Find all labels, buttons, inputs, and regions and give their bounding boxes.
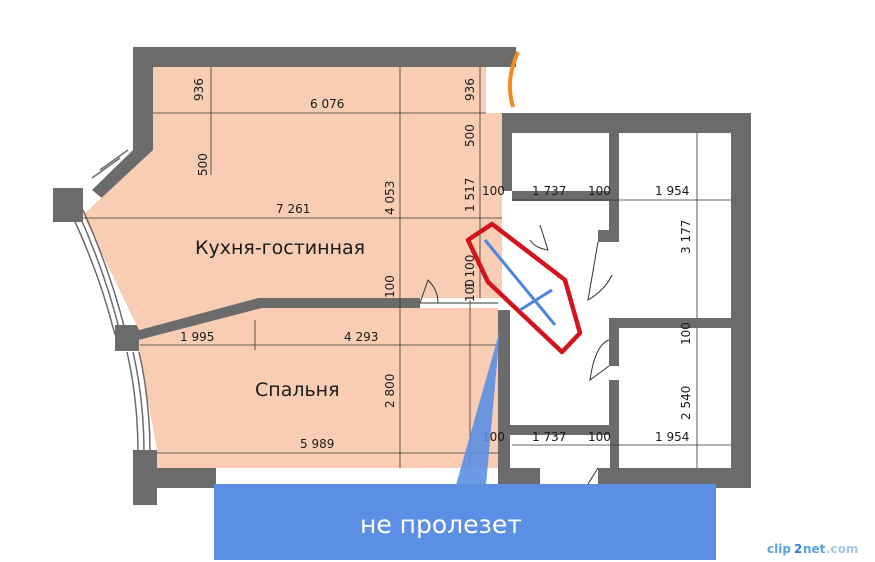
- wall-top: [133, 47, 516, 67]
- blue-line-mark: [483, 239, 557, 326]
- wall-left-top: [133, 47, 153, 157]
- dim-wc-top-gap: 100: [482, 184, 505, 198]
- wall-bottom-corridor-left: [510, 468, 540, 488]
- dim-top-left-height: 936: [192, 78, 206, 101]
- wall-cell-1-foot: [598, 230, 619, 242]
- dim-bedroom-width: 5 989: [300, 437, 334, 451]
- window-pier-top: [53, 188, 83, 222]
- watermark-part3: net: [803, 542, 826, 556]
- dim-bath-bot-height: 2 540: [679, 386, 693, 420]
- blue-cross-mark: [519, 288, 553, 312]
- watermark-part2: 2: [794, 542, 802, 556]
- door-bath-top: [587, 241, 613, 301]
- dim-pillar-left: 500: [196, 153, 210, 176]
- wall-wet-top: [496, 113, 750, 133]
- dim-bedroom-left: 1 995: [180, 330, 214, 344]
- watermark-part1: clip: [767, 542, 791, 556]
- dim-wc-top-width: 1 737: [532, 184, 566, 198]
- dim-partition-right: 100: [463, 279, 477, 302]
- dim-bath-top-width: 1 954: [655, 184, 689, 198]
- door-bedroom: [419, 279, 439, 304]
- dim-bath-mid-gap: 100: [679, 322, 693, 345]
- dim-kitchen-width: 7 261: [276, 202, 310, 216]
- wall-partition: [139, 298, 420, 340]
- watermark: clip 2 net .com: [767, 542, 858, 556]
- wall-left-diagonal: [92, 150, 153, 205]
- dim-partition-left: 100: [383, 275, 397, 298]
- watermark-part4: .com: [826, 542, 858, 556]
- dim-pillar-right: 500: [463, 124, 477, 147]
- doors: [419, 224, 613, 506]
- wall-bedroom-right: [498, 310, 510, 488]
- room-label-bedroom: Спальня: [255, 379, 340, 401]
- callout-pointer: [456, 330, 500, 485]
- dim-bath-bot-width: 1 954: [655, 430, 689, 444]
- wall-bottom-left: [133, 468, 216, 488]
- wall-wc-top-bottom: [512, 191, 616, 201]
- wall-wet-bottom: [715, 468, 751, 488]
- wall-cell-1: [609, 133, 619, 233]
- dim-door-right: 1 100: [463, 255, 477, 289]
- wall-kitchen-right: [502, 148, 512, 191]
- wc-bottom: [510, 435, 610, 468]
- red-outline-mark: [465, 221, 583, 355]
- wall-wet-right: [731, 113, 751, 488]
- room-label-kitchen-living: Кухня-гостинная: [195, 237, 365, 259]
- dim-kitchen-height: 4 053: [383, 181, 397, 215]
- dim-wc-bot-gap2: 100: [588, 430, 611, 444]
- window-glazing: [71, 149, 151, 453]
- dim-top-width: 6 076: [310, 97, 344, 111]
- wc-top: [512, 133, 609, 191]
- wall-cell-2: [609, 318, 619, 366]
- orange-accent: [507, 51, 520, 108]
- dimension-lines: [83, 67, 731, 468]
- wall-bottom-corridor-right: [598, 468, 716, 488]
- dim-bedroom-right: 4 293: [344, 330, 378, 344]
- bath-bottom: [619, 328, 731, 468]
- wall-bath-divider: [609, 318, 731, 328]
- door-wc-top: [529, 224, 549, 251]
- bath-top: [619, 133, 731, 318]
- bedroom-fill: [139, 308, 498, 468]
- dimension-labels: 936 6 076 936 500 500 4 053 1 517 7 261 …: [180, 78, 693, 451]
- door-bath-bottom: [589, 339, 610, 382]
- wall-cell-3: [609, 380, 619, 475]
- dim-wc-bot-width: 1 737: [532, 430, 566, 444]
- callout-box: [214, 484, 716, 560]
- dim-bath-top-height: 3 177: [679, 220, 693, 254]
- dim-top-right-height: 936: [463, 78, 477, 101]
- dim-bedroom-height: 2 800: [383, 374, 397, 408]
- walls: [53, 47, 751, 505]
- dim-wc-top-gap2: 100: [588, 184, 611, 198]
- wall-wc-bottom-top: [510, 425, 610, 435]
- callout-text: не пролезет: [360, 510, 522, 539]
- dim-right-segment: 1 517: [463, 178, 477, 212]
- kitchen-living-fill: [83, 67, 502, 330]
